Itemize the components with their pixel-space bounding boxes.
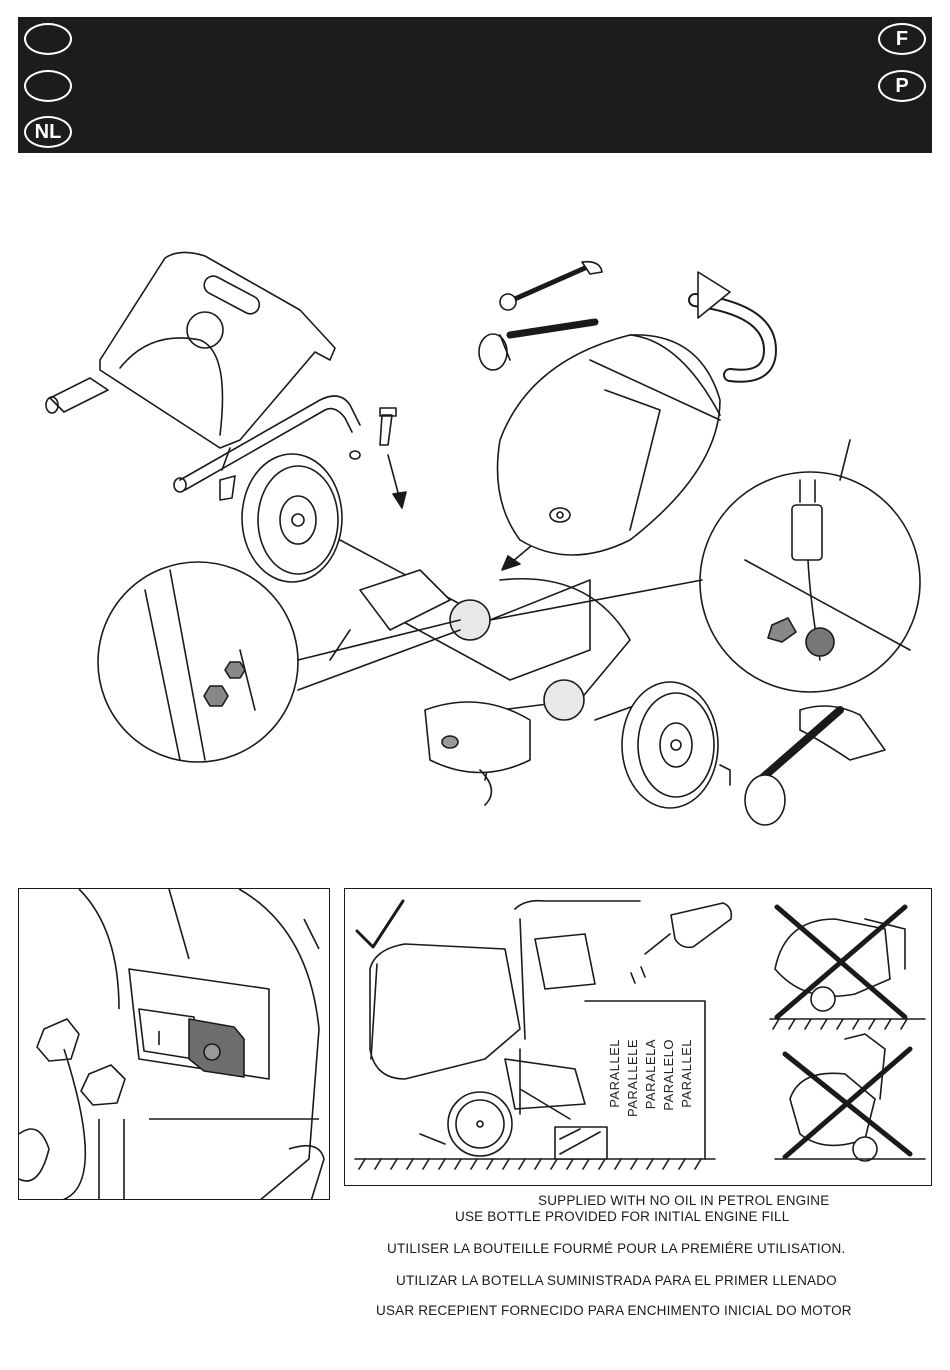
crossed-mixer-top xyxy=(769,904,926,1030)
language-badge-left-1 xyxy=(24,23,72,55)
parallel-label-2: PARALLELE xyxy=(625,1039,640,1117)
crossed-mixer-bottom xyxy=(774,1033,926,1162)
note-use-bottle: USE BOTTLE PROVIDED FOR INITIAL ENGINE F… xyxy=(455,1209,790,1224)
parallel-label-3: PARALELA xyxy=(643,1039,658,1110)
wheel-left-illustration xyxy=(241,453,343,583)
wheel-right-illustration xyxy=(621,681,731,809)
detail-circle-left-illustration xyxy=(97,561,461,763)
detail-circle-right-illustration xyxy=(489,439,921,693)
note-french: UTILISER LA BOUTEILLE FOURMÉ POUR LA PRE… xyxy=(387,1241,846,1256)
note-spanish: UTILIZAR LA BOTELLA SUMINISTRADA PARA EL… xyxy=(396,1273,837,1288)
detail-circle-bottom-illustration xyxy=(424,701,531,806)
header-bar: NL F P xyxy=(18,17,932,153)
language-badge-nl: NL xyxy=(24,116,72,148)
drum-illustration xyxy=(496,334,721,556)
assembly-illustration xyxy=(30,240,930,840)
check-icon xyxy=(355,899,405,949)
hand-hammer-illustration xyxy=(744,705,886,826)
language-badge-p: P xyxy=(878,70,926,102)
rotation-arrow-illustration xyxy=(688,271,777,383)
note-no-oil: SUPPLIED WITH NO OIL IN PETROL ENGINE xyxy=(538,1193,830,1208)
parallel-label-4: PARALELO xyxy=(661,1039,676,1111)
language-badge-f: F xyxy=(878,23,926,55)
bolt-illustration xyxy=(219,407,397,501)
tools-illustration xyxy=(478,260,603,371)
parallel-label-5: PARALLEL xyxy=(679,1039,694,1108)
switch-detail-panel xyxy=(18,888,330,1200)
oil-fill-panel: PARALLEL PARALLELE PARALELA PARALELO PAR… xyxy=(344,888,932,1186)
parallel-label-1: PARALLEL xyxy=(607,1039,622,1108)
note-portuguese: USAR RECEPIENT FORNECIDO PARA ENCHIMENTO… xyxy=(376,1303,852,1318)
language-badge-left-2 xyxy=(24,70,72,102)
hopper-cover-illustration xyxy=(45,251,361,493)
